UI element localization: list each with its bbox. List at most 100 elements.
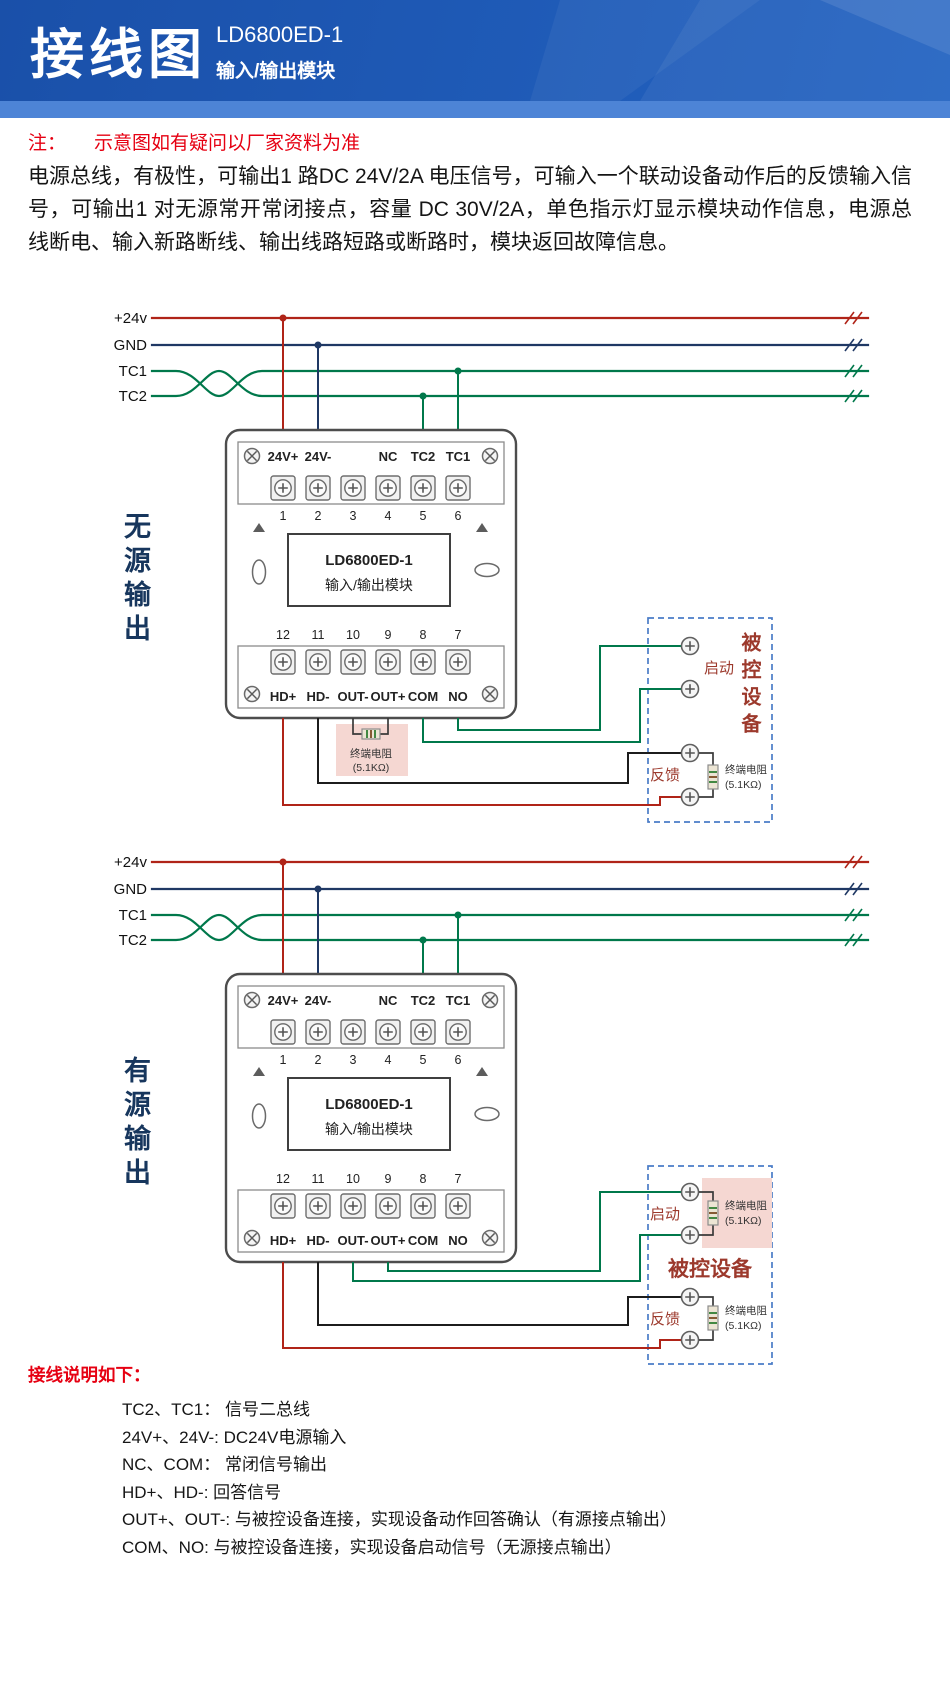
device-feedback-label: 反馈 — [650, 767, 680, 784]
terminal-label: OUT+ — [370, 1233, 405, 1248]
terminal-resistor-value: (5.1KΩ) — [725, 779, 761, 791]
note-prefix: 注： — [28, 133, 67, 154]
model-number: LD6800ED-1 — [216, 22, 344, 47]
indicator-slot — [474, 562, 500, 578]
bus-label: TC2 — [119, 932, 147, 949]
terminal-screw — [340, 1193, 366, 1219]
terminal-resistor-value: (5.1KΩ) — [353, 762, 389, 774]
indicator-slot — [251, 559, 267, 585]
terminal-number: 8 — [420, 628, 427, 642]
device-terminal — [680, 679, 700, 699]
bus-line-tc1 — [150, 913, 870, 942]
terminal-screw — [270, 649, 296, 675]
bus-label: GND — [114, 881, 148, 898]
resistor-icon — [707, 1200, 719, 1226]
module-nameplate — [287, 533, 451, 607]
bus-break-mark — [844, 933, 863, 947]
terminal-number: 3 — [350, 1053, 357, 1067]
diagram-active-output: +24v GND TC1 TC2 24V+ 24V- — [114, 854, 870, 1365]
terminal-number: 8 — [420, 1172, 427, 1186]
legend-item: OUT+、OUT-: 与被控设备连接，实现设备动作回答确认（有源接点输出） — [122, 1510, 677, 1529]
junction-dot — [454, 367, 462, 375]
legend-heading: 接线说明如下： — [28, 1365, 151, 1385]
indicator-slot — [251, 1103, 267, 1129]
terminal-screw — [340, 649, 366, 675]
terminal-number: 10 — [346, 628, 360, 642]
wire-hd-plus-to-feedback — [282, 1262, 681, 1349]
terminal-resistor-label: 终端电阻 — [350, 747, 392, 760]
device-start-label: 启动 — [650, 1206, 680, 1223]
module-type: 输入/输出模块 — [325, 1121, 413, 1137]
bus-break-marks — [844, 855, 863, 947]
terminal-number: 5 — [420, 509, 427, 523]
terminal-screw — [270, 1019, 296, 1045]
terminal-number: 12 — [276, 628, 290, 642]
wire-out-minus-to-start — [352, 1234, 681, 1282]
bus-break-mark — [844, 855, 863, 869]
module-model: LD6800ED-1 — [325, 1096, 413, 1113]
terminal-label: NC — [379, 449, 398, 464]
terminal-label: OUT+ — [370, 689, 405, 704]
mounting-screw-icon — [481, 685, 499, 703]
terminal-number: 7 — [455, 1172, 462, 1186]
device-start-label: 启动 — [704, 660, 734, 677]
bus-label: GND — [114, 337, 148, 354]
terminal-number: 4 — [385, 1053, 392, 1067]
terminal-label: TC1 — [446, 449, 471, 464]
terminal-number: 1 — [280, 1053, 287, 1067]
terminal-screw — [305, 1193, 331, 1219]
termination-resistor-box: 终端电阻 (5.1KΩ) — [336, 718, 408, 776]
terminal-label: NO — [448, 689, 468, 704]
resistor-icon — [707, 764, 719, 790]
terminal-label: TC1 — [446, 993, 471, 1008]
resistor-stub-wires — [699, 1191, 714, 1236]
terminal-screw — [375, 649, 401, 675]
junction-dot — [454, 911, 462, 919]
terminal-label: NO — [448, 1233, 468, 1248]
device-terminal — [680, 1225, 700, 1245]
device-terminal — [680, 743, 700, 763]
module-type-subtitle: 输入/输出模块 — [216, 61, 336, 82]
terminal-label: HD+ — [270, 689, 297, 704]
junction-dot — [419, 392, 427, 400]
wire-hd-plus-to-feedback — [282, 718, 681, 806]
header-stripe — [0, 101, 950, 118]
terminal-screw — [305, 649, 331, 675]
device-terminal — [680, 1330, 700, 1350]
terminal-resistor-value: (5.1KΩ) — [725, 1320, 761, 1332]
terminal-resistor-label: 终端电阻 — [725, 763, 767, 776]
module-description: 电源总线，有极性，可输出1 路DC 24V/2A 电压信号，可输入一个联动设备动… — [28, 165, 912, 254]
section-label-active-output: 有源输出 — [120, 1056, 150, 1192]
terminal-number: 2 — [315, 509, 322, 523]
bus-break-mark — [844, 364, 863, 378]
device-name: 被控设备 — [738, 632, 760, 740]
terminal-number: 9 — [385, 1172, 392, 1186]
header-deco-shape — [530, 0, 760, 101]
bus-break-mark — [844, 311, 863, 325]
terminal-label: 24V+ — [268, 993, 299, 1008]
terminal-label: TC2 — [411, 993, 436, 1008]
legend-item: COM、NO: 与被控设备连接，实现设备启动信号（无源接点输出） — [122, 1537, 622, 1557]
mounting-screw-icon — [243, 685, 261, 703]
terminal-label: HD- — [306, 689, 329, 704]
io-module: 24V+ 24V- NC TC2 TC1 1 2 3 4 5 6 — [224, 428, 518, 720]
terminal-screw — [375, 1193, 401, 1219]
terminal-label: COM — [408, 689, 438, 704]
bus-break-mark — [844, 338, 863, 352]
bus-label: TC1 — [119, 363, 147, 380]
bus-line-tc2 — [150, 913, 870, 942]
device-terminal — [680, 1287, 700, 1307]
resistor-stub-wires — [699, 1296, 714, 1341]
terminal-screw — [410, 649, 436, 675]
terminal-screw — [410, 1019, 436, 1045]
wire-no-to-start — [457, 645, 681, 731]
bus-break-mark — [844, 882, 863, 896]
terminal-number: 5 — [420, 1053, 427, 1067]
terminal-number: 1 — [280, 509, 287, 523]
terminal-number: 3 — [350, 509, 357, 523]
resistor-icon — [707, 1305, 719, 1331]
mounting-screw-icon — [481, 991, 499, 1009]
terminal-number: 6 — [455, 509, 462, 523]
terminal-number: 11 — [312, 1172, 325, 1186]
